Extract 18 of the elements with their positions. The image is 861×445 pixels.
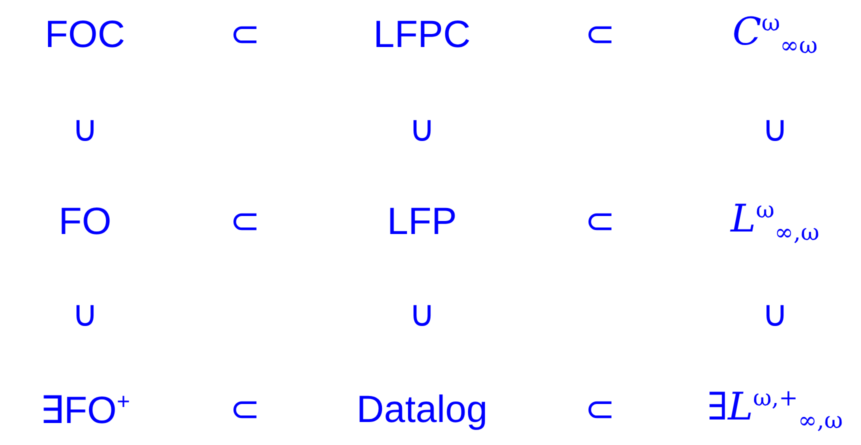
class-name: ∃FO$^{+}$: [40, 390, 130, 430]
subset-symbol: ⊂: [230, 17, 260, 53]
union-symbol: ∪: [408, 112, 436, 148]
subset-symbol: ⊂: [230, 392, 260, 428]
union-symbol: ∪: [72, 112, 98, 148]
union-symbol: ∪: [762, 112, 788, 148]
class-name: FOC: [44, 16, 126, 54]
class-name: LFPC: [373, 16, 471, 54]
union-symbol: ∪: [762, 297, 788, 333]
class-name: LFP: [387, 203, 457, 241]
union-symbol: ∪: [72, 297, 98, 333]
class-name: FO: [58, 203, 112, 241]
union-symbol: ∪: [408, 297, 436, 333]
subset-symbol: ⊂: [584, 392, 616, 428]
subset-symbol: ⊂: [584, 204, 616, 240]
subset-symbol: ⊂: [584, 17, 616, 53]
class-name: Datalog: [356, 391, 488, 429]
subset-symbol: ⊂: [230, 204, 260, 240]
